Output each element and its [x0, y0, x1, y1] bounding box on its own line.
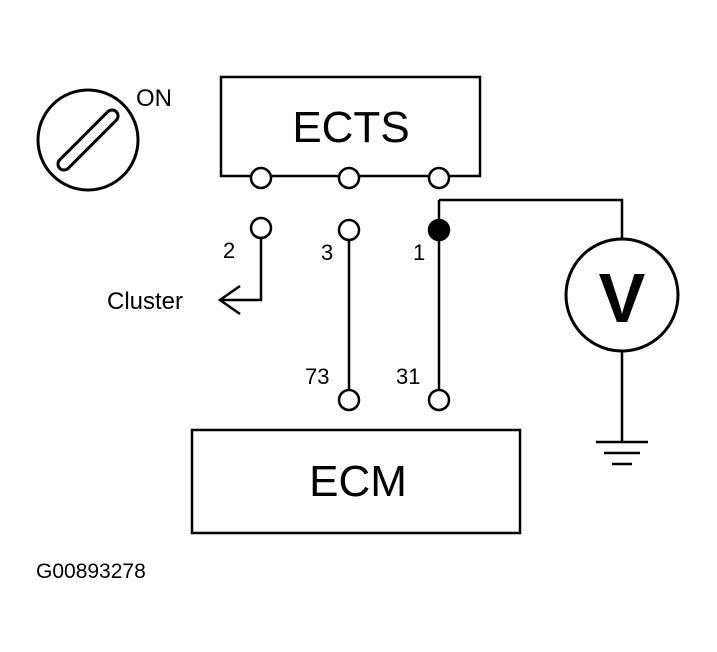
ecm-box [190, 428, 522, 535]
ects-component: ECTS [219, 75, 482, 178]
connector-pin-1-probe-point [427, 218, 451, 242]
ignition-on-label: ON [136, 85, 172, 112]
voltmeter-symbol: V [599, 259, 646, 337]
ecm-pin-31 [427, 388, 451, 412]
figure-id: G00893278 [36, 560, 146, 583]
ignition-key-slot-icon [56, 108, 120, 172]
wire-pin2-to-cluster [221, 238, 263, 302]
ecm-pin-73 [337, 388, 361, 412]
ects-label: ECTS [292, 103, 409, 152]
cluster-arrow-icon [217, 284, 241, 316]
voltmeter-positive-lead [439, 198, 624, 240]
ecm-pin-73-label: 73 [305, 364, 329, 389]
pin-3-label: 3 [321, 240, 333, 265]
connector-pin-3 [337, 218, 361, 242]
ignition-switch: ON [36, 85, 172, 192]
pin-1-label: 1 [413, 240, 425, 265]
ground-icon [596, 440, 648, 466]
ecm-component: ECM [190, 428, 522, 535]
ects-terminal-middle [337, 166, 361, 190]
ects-box [219, 75, 482, 178]
pin-2-label: 2 [223, 238, 235, 263]
connector-pin-2 [249, 216, 273, 240]
ects-terminal-right [427, 166, 451, 190]
ects-terminal-left [249, 166, 273, 190]
ecm-label: ECM [309, 457, 407, 506]
cluster-label: Cluster [107, 288, 183, 315]
ecm-pin-31-label: 31 [396, 364, 420, 389]
